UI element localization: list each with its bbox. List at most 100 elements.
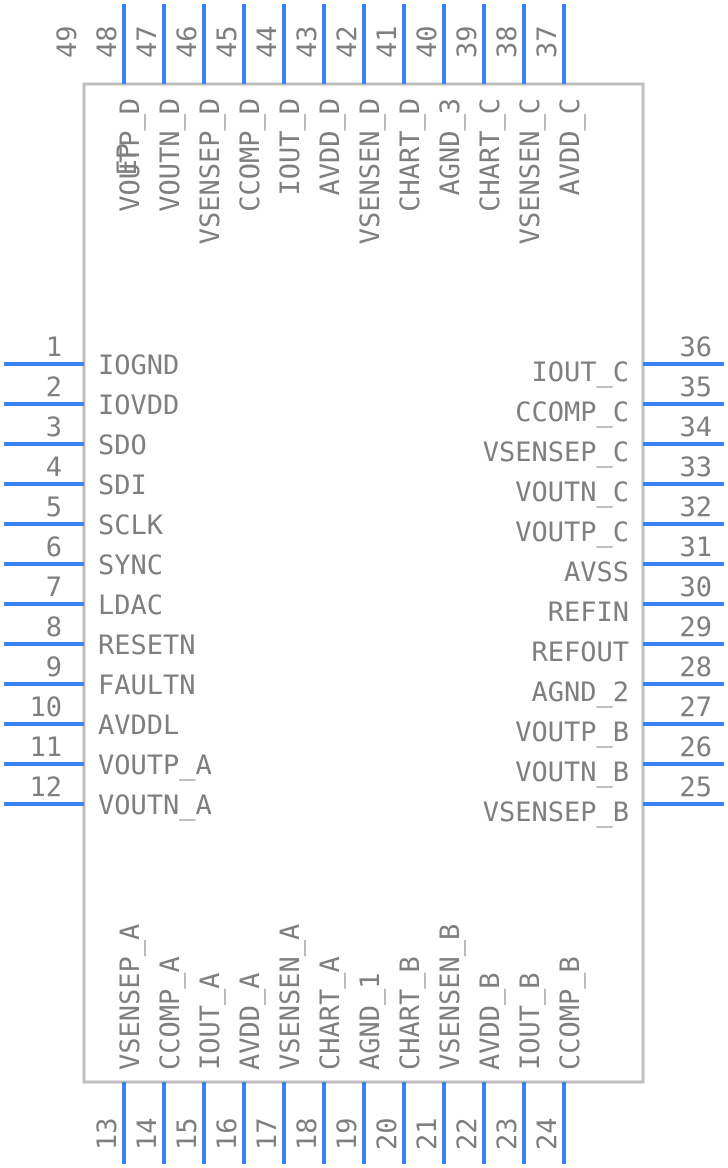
pin-11-label: VOUTP_A xyxy=(98,750,212,781)
pin-44-number: 44 xyxy=(252,25,283,58)
pin-37-label: AVDD_C xyxy=(555,98,586,196)
pin-21-label: VSENSEN_B xyxy=(435,924,466,1070)
pin-48-number: 48 xyxy=(92,25,123,58)
pin-31-number: 31 xyxy=(679,532,712,563)
pin-46-label: VSENSEP_D xyxy=(195,98,226,244)
pin-48-label: VOUTP_D xyxy=(115,98,146,212)
pin-49-label: EP xyxy=(112,143,143,176)
pin-17-label: VSENSEN_A xyxy=(275,924,306,1070)
pin-14-number: 14 xyxy=(132,1117,163,1150)
pin-33-label: VOUTN_C xyxy=(515,477,629,508)
pin-35-number: 35 xyxy=(679,372,712,403)
pin-18-label: CHART_A xyxy=(315,956,346,1070)
pin-5-label: SCLK xyxy=(98,510,164,541)
pin-20-number: 20 xyxy=(372,1117,403,1150)
pin-10-number: 10 xyxy=(29,692,62,723)
pin-14-label: CCOMP_A xyxy=(155,956,186,1070)
pin-6-label: SYNC xyxy=(98,550,163,581)
pin-15-label: IOUT_A xyxy=(195,972,226,1070)
pin-29-label: REFOUT xyxy=(531,637,629,668)
pin-30-label: REFIN xyxy=(548,597,629,628)
pin-43-number: 43 xyxy=(292,25,323,58)
pin-11-number: 11 xyxy=(29,732,62,763)
pin-20-label: CHART_B xyxy=(395,956,426,1070)
pin-41-label: CHART_D xyxy=(395,98,426,212)
pin-40-label: AGND_3 xyxy=(435,98,466,196)
pin-31-label: AVSS xyxy=(564,557,629,588)
pin-25-label: VSENSEP_B xyxy=(483,797,629,828)
pin-36-label: IOUT_C xyxy=(531,357,629,388)
pin-42-label: VSENSEN_D xyxy=(355,98,386,244)
pin-45-number: 45 xyxy=(212,25,243,58)
pin-15-number: 15 xyxy=(172,1117,203,1150)
pin-29-number: 29 xyxy=(679,612,712,643)
pin-22-label: AVDD_B xyxy=(475,972,506,1070)
pin-37-number: 37 xyxy=(532,25,563,58)
pin-38-label: VSENSEN_C xyxy=(515,98,546,244)
pin-23-label: IOUT_B xyxy=(515,972,546,1070)
pin-27-number: 27 xyxy=(679,692,712,723)
pin-47-label: VOUTN_D xyxy=(155,98,186,212)
pin-44-label: IOUT_D xyxy=(275,98,306,196)
pin-19-label: AGND_1 xyxy=(355,972,386,1070)
pin-12-label: VOUTN_A xyxy=(98,790,212,821)
pin-33-number: 33 xyxy=(679,452,712,483)
pin-24-label: CCOMP_B xyxy=(555,956,586,1070)
pin-1-number: 1 xyxy=(46,332,62,363)
pin-41-number: 41 xyxy=(372,25,403,58)
pin-27-label: VOUTP_B xyxy=(515,717,629,748)
pin-39-label: CHART_C xyxy=(475,98,506,212)
pin-43-label: AVDD_D xyxy=(315,98,346,196)
pin-34-label: VSENSEP_C xyxy=(483,437,629,468)
pin-9-number: 9 xyxy=(46,652,62,683)
pin-28-number: 28 xyxy=(679,652,712,683)
pin-3-number: 3 xyxy=(46,412,62,443)
pin-18-number: 18 xyxy=(292,1117,323,1150)
pin-7-number: 7 xyxy=(46,572,62,603)
pin-8-label: RESETN xyxy=(98,630,196,661)
pin-16-number: 16 xyxy=(212,1117,243,1150)
pin-32-number: 32 xyxy=(679,492,712,523)
pin-25-number: 25 xyxy=(679,772,712,803)
pin-49-number: 49 xyxy=(52,25,83,58)
pin-36-number: 36 xyxy=(679,332,712,363)
pin-24-number: 24 xyxy=(532,1117,563,1150)
pin-13-label: VSENSEP_A xyxy=(115,924,146,1070)
pin-17-number: 17 xyxy=(252,1117,283,1150)
pin-6-number: 6 xyxy=(46,532,62,563)
pin-32-label: VOUTP_C xyxy=(515,517,629,548)
pin-26-number: 26 xyxy=(679,732,712,763)
pin-5-number: 5 xyxy=(46,492,62,523)
pin-3-label: SDO xyxy=(98,430,147,461)
pin-45-label: CCOMP_D xyxy=(235,98,266,212)
pin-16-label: AVDD_A xyxy=(235,972,266,1070)
pin-19-number: 19 xyxy=(332,1117,363,1150)
pin-1-label: IOGND xyxy=(98,350,179,381)
pin-30-number: 30 xyxy=(679,572,712,603)
pin-2-label: IOVDD xyxy=(98,390,179,421)
pin-7-label: LDAC xyxy=(98,590,163,621)
pin-39-number: 39 xyxy=(452,25,483,58)
pin-13-number: 13 xyxy=(92,1117,123,1150)
pin-10-label: AVDDL xyxy=(98,710,179,741)
pin-9-label: FAULTN xyxy=(98,670,196,701)
pin-2-number: 2 xyxy=(46,372,62,403)
pin-47-number: 47 xyxy=(132,25,163,58)
pin-4-number: 4 xyxy=(46,452,62,483)
pin-40-number: 40 xyxy=(412,25,443,58)
pin-34-number: 34 xyxy=(679,412,712,443)
pin-4-label: SDI xyxy=(98,470,147,501)
pin-26-label: VOUTN_B xyxy=(515,757,629,788)
pin-38-number: 38 xyxy=(492,25,523,58)
pin-12-number: 12 xyxy=(29,772,62,803)
pin-21-number: 21 xyxy=(412,1117,443,1150)
pin-46-number: 46 xyxy=(172,25,203,58)
pin-8-number: 8 xyxy=(46,612,62,643)
pin-23-number: 23 xyxy=(492,1117,523,1150)
ic-body xyxy=(82,82,645,1084)
pin-35-label: CCOMP_C xyxy=(515,397,629,428)
pin-42-number: 42 xyxy=(332,25,363,58)
pin-28-label: AGND_2 xyxy=(531,677,629,708)
